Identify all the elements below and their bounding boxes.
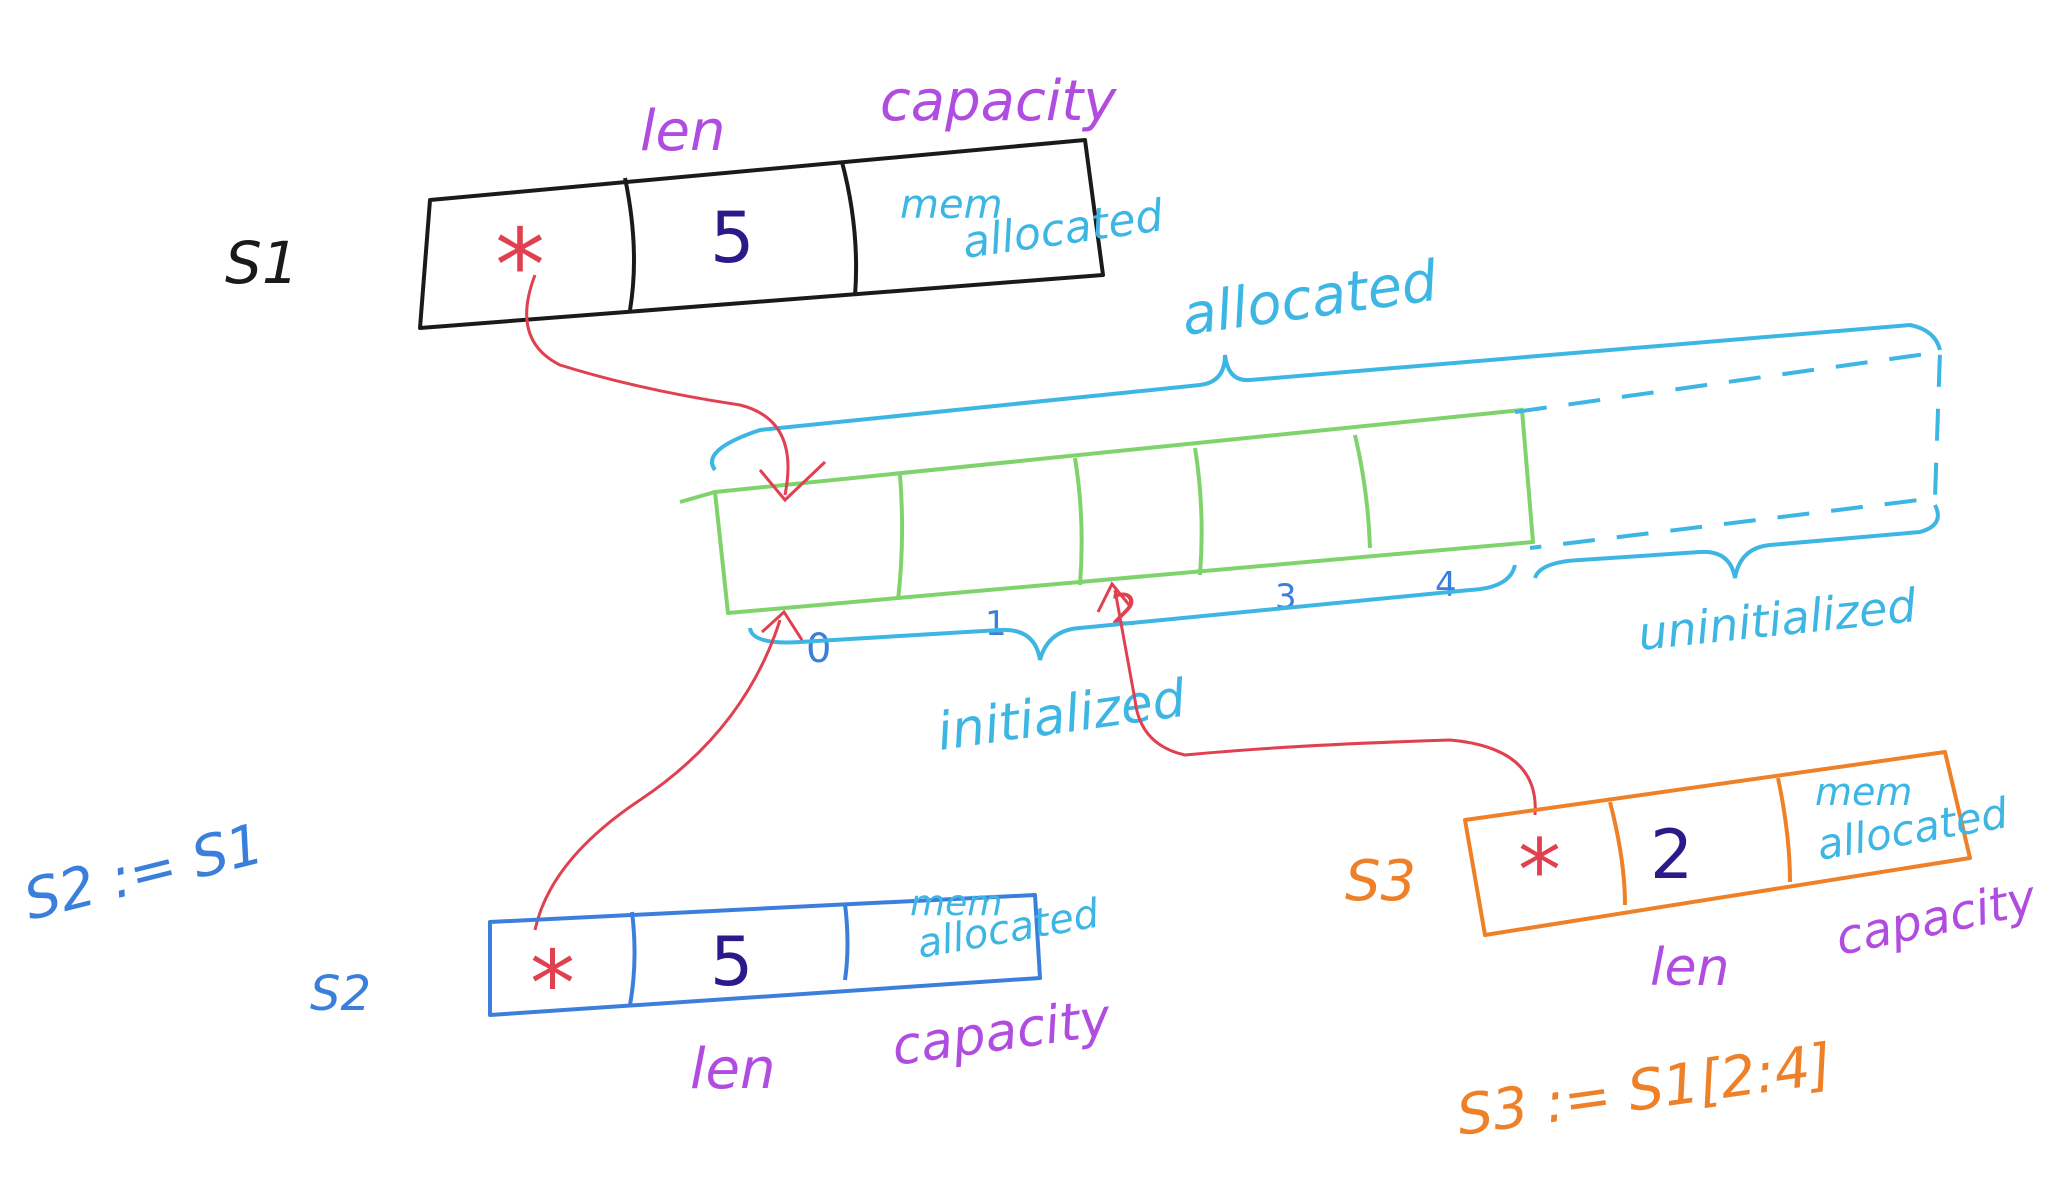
s3-pointer: *: [1518, 821, 1561, 921]
s2-pointer: *: [530, 932, 575, 1037]
cell-divider-2: [1073, 457, 1084, 586]
s3-divider-2: [1776, 777, 1792, 883]
s1-pointer-arrow: [525, 274, 790, 496]
cell-divider-1: [896, 474, 905, 601]
index-0: 0: [806, 626, 831, 672]
s1-box: [418, 138, 1105, 330]
s2-cap-label: capacity: [888, 988, 1115, 1078]
s1-len-value: 5: [710, 197, 755, 279]
s3-cap-label: capacity: [1831, 870, 2041, 967]
s3-name: S3: [1345, 849, 1416, 914]
s1-divider-2: [840, 161, 859, 297]
s1-pointer: *: [495, 207, 545, 324]
s3-pointer-arrow: [1113, 589, 1537, 816]
s1-cap-text-1: mem: [900, 182, 1003, 228]
s1-name: S1: [225, 229, 299, 297]
s1-arrowhead: [758, 460, 827, 503]
uninitialized-label: uninitialized: [1636, 578, 1920, 661]
s2-pointer-arrow: [533, 619, 782, 931]
initialized-label: initialized: [933, 669, 1190, 763]
cell-divider-3: [1193, 447, 1204, 576]
s3-divider-1: [1608, 801, 1627, 906]
s2-divider-2: [843, 903, 850, 981]
s3-assignment: S3 := S1[2:4]: [1453, 1032, 1836, 1149]
s2-cap-text-1: mem: [910, 883, 1002, 924]
s1-header: S1 len capacity * 5 mem allocated: [225, 69, 1167, 330]
initialized-brace: [748, 564, 1517, 661]
index-4: 4: [1435, 565, 1457, 605]
index-3: 3: [1275, 577, 1297, 617]
allocated-label: allocated: [1178, 249, 1442, 349]
initialized-cells: [713, 408, 1535, 615]
s1-divider-1: [623, 177, 636, 311]
s3-header: S3 * 2 mem allocated len capacity S3 := …: [1345, 750, 2041, 1149]
uninitialized-brace: [1533, 504, 1940, 579]
pointer-arrows: [525, 274, 1537, 931]
s3-box: [1463, 750, 1972, 937]
s3-arrowhead: [1096, 581, 1132, 613]
s2-arrowhead: [760, 609, 804, 641]
array-tail-left: [679, 490, 716, 504]
s1-cap-label: capacity: [880, 69, 1117, 134]
s2-name: S2: [310, 966, 371, 1022]
allocated-brace: [710, 322, 1942, 472]
s2-header: S2 := S1 S2 * 5 mem allocated len capaci…: [18, 812, 1116, 1102]
s2-len-label: len: [690, 1037, 776, 1102]
s2-box: [488, 893, 1042, 1017]
uninitialized-cells: [1514, 349, 1943, 550]
s2-len-value: 5: [710, 923, 753, 1002]
index-1: 1: [985, 604, 1007, 644]
s3-len-label: len: [1650, 938, 1729, 998]
s3-cap-text-1: mem: [1815, 770, 1912, 814]
cell-divider-4: [1353, 434, 1372, 549]
s3-len-value: 2: [1650, 816, 1693, 895]
s2-assignment: S2 := S1: [18, 812, 270, 934]
s1-len-label: len: [640, 99, 726, 164]
backing-array: allocated 0 1 2 3 4 initialized uninitia…: [679, 249, 1943, 763]
s2-divider-1: [628, 911, 637, 1006]
